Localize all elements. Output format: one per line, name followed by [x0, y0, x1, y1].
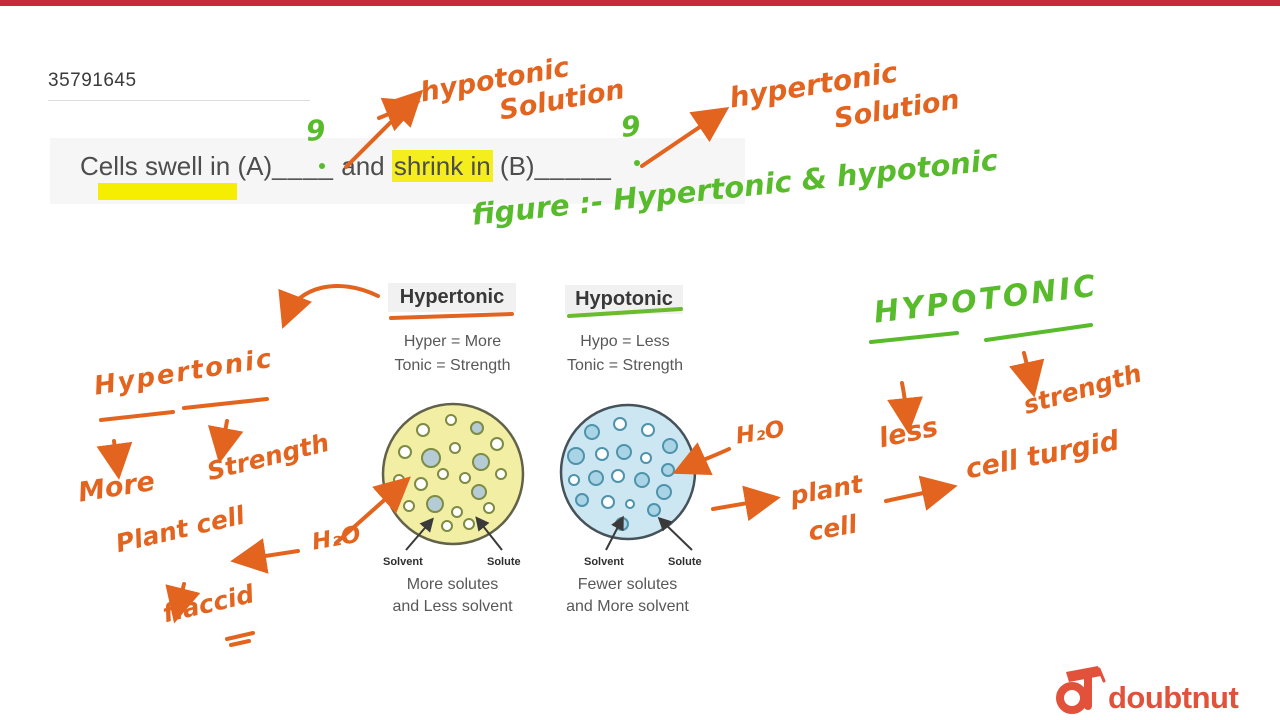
tonic-strength-rule-right: Tonic = Strength — [566, 357, 684, 374]
question-id-underline — [48, 100, 310, 101]
top-red-bar — [0, 0, 1280, 6]
green-annotation-strokes — [869, 323, 1093, 344]
question-highlighted-words: shrink in — [391, 150, 493, 182]
curved-arrow-icon — [278, 284, 380, 329]
hypertonic-title-underline — [389, 312, 514, 320]
solvent-label-right: Solvent — [584, 556, 624, 568]
tonic-strength-rule-left: Tonic = Strength — [394, 357, 511, 374]
solvent-label-left: Solvent — [383, 556, 423, 568]
blank-b: _____ — [534, 151, 612, 181]
question-id: 35791645 — [48, 70, 137, 91]
doubtnut-logo-icon — [1056, 666, 1106, 714]
diagram-title-hypertonic: Hypertonic — [388, 283, 516, 312]
arrow-into-blue-cell-icon — [672, 442, 731, 475]
solute-label-right: Solute — [668, 556, 702, 568]
hypotonic-title-underline — [567, 307, 683, 318]
down-arrow-icon — [1009, 351, 1045, 398]
caption-less-solvent: and Less solvent — [392, 598, 513, 615]
right-arrow-icon — [884, 475, 958, 511]
arrow-into-yellow-cell-icon — [334, 476, 411, 545]
down-arrow-icon — [96, 439, 133, 480]
doubtnut-wordmark: doubtnut — [1108, 680, 1239, 715]
arrow-to-hypertonic-icon — [640, 107, 730, 168]
caption-more-solvent: and More solvent — [566, 598, 689, 615]
solvent-solute-pointer-lines — [405, 515, 693, 551]
right-arrow-icon — [711, 485, 781, 522]
caption-more-solutes: More solutes — [406, 576, 499, 593]
left-arrow-icon — [230, 538, 300, 574]
question-prefix: Cells swell in (A) — [80, 151, 273, 181]
question-suffix: (B) — [499, 151, 535, 181]
orange-annotation-arrows — [96, 89, 1045, 647]
hypotonic-cell-illustration — [559, 403, 697, 541]
hypertonic-cell-illustration — [381, 402, 525, 546]
caption-fewer-solutes: Fewer solutes — [577, 576, 678, 593]
arrow-to-hypotonic-icon — [344, 89, 424, 169]
down-arrow-icon — [887, 381, 923, 434]
hypo-less-rule: Hypo = Less — [580, 333, 670, 350]
solute-label-left: Solute — [487, 556, 521, 568]
hyper-more-rule: Hyper = More — [403, 333, 502, 350]
green-dot — [319, 163, 325, 169]
down-arrow-icon — [207, 419, 244, 464]
down-arrow-icon — [165, 582, 201, 624]
highlight-under-cells-swell — [98, 183, 237, 200]
green-dot — [634, 160, 640, 166]
